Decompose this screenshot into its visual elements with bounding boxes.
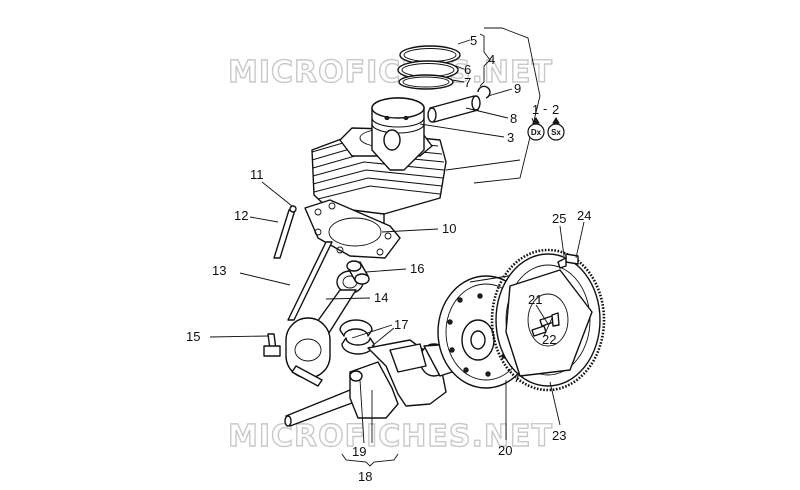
leader-lines (209, 27, 585, 467)
callout-4: 4 (488, 52, 495, 67)
connecting-rod-drawing (285, 270, 364, 387)
callout-8: 8 (510, 111, 517, 126)
callout-17: 17 (394, 317, 408, 332)
badge-right-side: Dx (527, 117, 545, 141)
callout-19: 19 (352, 444, 366, 459)
callout-1: 1 (532, 102, 539, 117)
badge-right-side-label: Dx (531, 128, 542, 137)
watermark-top: MICROFICHES.NET (228, 55, 553, 90)
piston-drawing (371, 97, 425, 171)
callout-12: 12 (234, 208, 248, 223)
callout-7: 7 (464, 75, 471, 90)
studs-drawing (273, 205, 333, 321)
callout-25: 25 (552, 211, 566, 226)
flywheel-bolts-drawing (531, 312, 560, 337)
callout-2: 2 (552, 102, 559, 117)
callout-5: 5 (470, 33, 477, 48)
callout-21: 21 (528, 292, 542, 307)
callout-23: 23 (552, 428, 566, 443)
badge-left-side-label: Sx (551, 128, 561, 137)
callout-separator: - (543, 101, 547, 116)
callout-22: 22 (542, 332, 556, 347)
callout-11: 11 (250, 167, 264, 182)
conrod-bolt-drawing (263, 333, 281, 357)
callout-9: 9 (514, 81, 521, 96)
badge-left-side: Sx (547, 117, 565, 141)
callout-16: 16 (410, 261, 424, 276)
callout-13: 13 (212, 263, 226, 278)
ring-gear-bolt-drawing (557, 253, 579, 269)
callout-6: 6 (464, 62, 471, 77)
callout-15: 15 (186, 329, 200, 344)
callout-24: 24 (577, 208, 591, 223)
callout-3: 3 (507, 130, 514, 145)
callout-18: 18 (358, 469, 372, 484)
callout-14: 14 (374, 290, 388, 305)
watermark-bottom: MICROFICHES.NET (228, 419, 553, 454)
crankshaft-drawing (284, 339, 459, 427)
piston-rings-drawing (397, 45, 461, 90)
piston-pin-drawing (427, 95, 481, 123)
callout-10: 10 (442, 221, 456, 236)
small-end-bush-drawing (346, 260, 370, 285)
callout-20: 20 (498, 443, 512, 458)
